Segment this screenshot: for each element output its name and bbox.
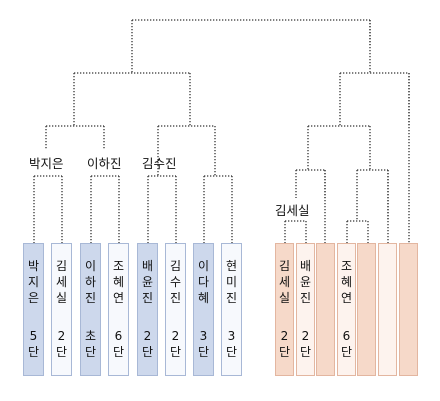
winner-label-left-2: 이하진 [87, 156, 122, 171]
winner-label-left-3: 김수진 [142, 156, 177, 171]
winner-label-right-1: 김세실 [275, 203, 310, 218]
right-player-box-7 [399, 243, 418, 376]
right-player-box-6 [378, 243, 397, 376]
right-player-box-5 [357, 243, 376, 376]
right-player-box-3 [316, 243, 335, 376]
winner-label-left-1: 박지은 [29, 156, 64, 171]
